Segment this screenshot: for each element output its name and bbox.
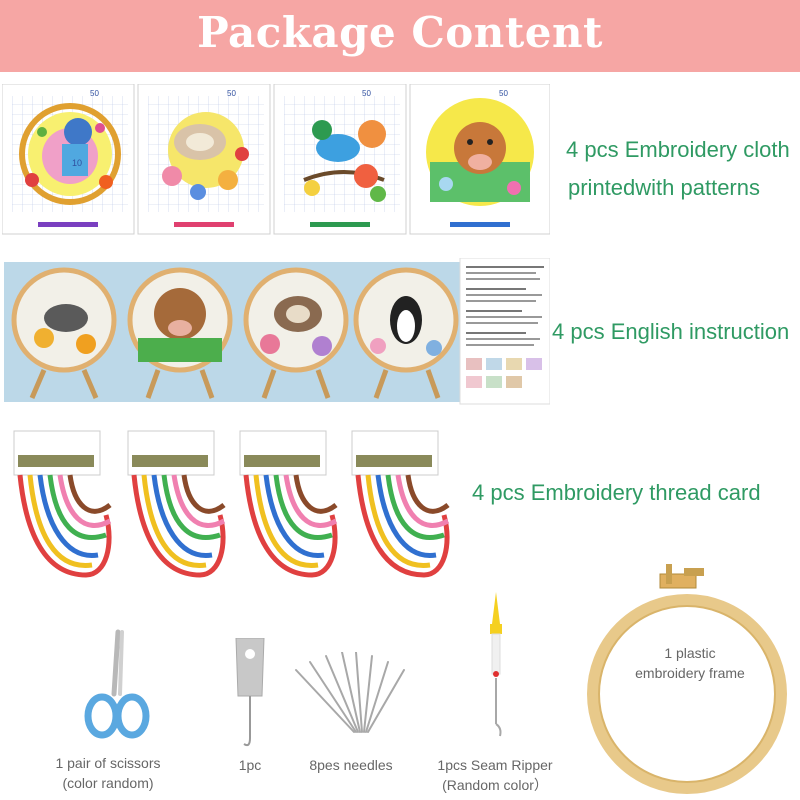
scissors-label-line2: (color random) bbox=[62, 775, 154, 791]
cloth-panel-sloth bbox=[137, 84, 271, 235]
embroidery-frame-illustration bbox=[584, 564, 790, 800]
instruction-sheet bbox=[459, 258, 550, 405]
needles-illustration bbox=[292, 652, 410, 734]
needles-label: 8pes needles bbox=[309, 757, 393, 773]
cloth-panel-cow bbox=[409, 84, 550, 235]
frame-label-line2: embroidery frame bbox=[635, 665, 745, 681]
threader-label: 1pc bbox=[238, 757, 262, 773]
grid-mark-label: 50 bbox=[499, 89, 508, 98]
embroidery-cloth-panels: 10 50 50 50 50 bbox=[2, 84, 550, 236]
thread-card-panels bbox=[6, 425, 466, 600]
needle-threader-icon bbox=[235, 638, 265, 747]
header-banner bbox=[0, 0, 800, 72]
thread-label: 4 pcs Embroidery thread card bbox=[472, 480, 761, 505]
cloth-panel-bird-2 bbox=[273, 84, 407, 235]
grid-mark-label: 10 bbox=[72, 158, 82, 168]
instruction-panels bbox=[4, 258, 550, 408]
scissors-label-line1: 1 pair of scissors bbox=[55, 755, 161, 771]
thread-card-2 bbox=[127, 430, 226, 578]
thread-card-4 bbox=[351, 430, 450, 578]
cloth-label-line2: printedwith patterns bbox=[568, 175, 760, 200]
ripper-label-line2: (Random color） bbox=[442, 777, 548, 793]
scissors-icon bbox=[84, 629, 150, 739]
ripper-label-line1: 1pcs Seam Ripper bbox=[437, 757, 553, 773]
thread-cards-illustration bbox=[13, 430, 450, 578]
seam-ripper-illustration bbox=[476, 590, 516, 742]
hoop-photo-cow bbox=[122, 262, 238, 402]
hoop-photo-penguin bbox=[350, 262, 460, 402]
instruction-label: 4 pcs English instruction bbox=[552, 319, 790, 344]
hoop-photo-sloth bbox=[238, 262, 354, 402]
grid-mark-label: 50 bbox=[227, 89, 236, 98]
grid-mark-label: 50 bbox=[362, 89, 371, 98]
seam-ripper-icon bbox=[490, 592, 502, 737]
needles-icon bbox=[295, 652, 405, 733]
needle-threader-illustration bbox=[232, 638, 268, 750]
instruction-illustration bbox=[4, 258, 550, 405]
cloth-panel-bird-1 bbox=[2, 84, 135, 235]
thread-card-3 bbox=[239, 430, 338, 578]
frame-label-line1: 1 plastic bbox=[664, 645, 716, 661]
hoop-photo-bird bbox=[4, 262, 124, 402]
page-title: Package Content bbox=[197, 8, 603, 57]
cloth-label-line1: 4 pcs Embroidery cloth bbox=[566, 137, 790, 162]
cloth-panels-illustration: 10 50 50 50 50 bbox=[2, 84, 550, 235]
thread-card-1 bbox=[13, 430, 112, 578]
grid-mark-label: 50 bbox=[90, 89, 99, 98]
embroidery-hoop-icon bbox=[587, 564, 787, 794]
scissors-illustration bbox=[82, 628, 152, 740]
